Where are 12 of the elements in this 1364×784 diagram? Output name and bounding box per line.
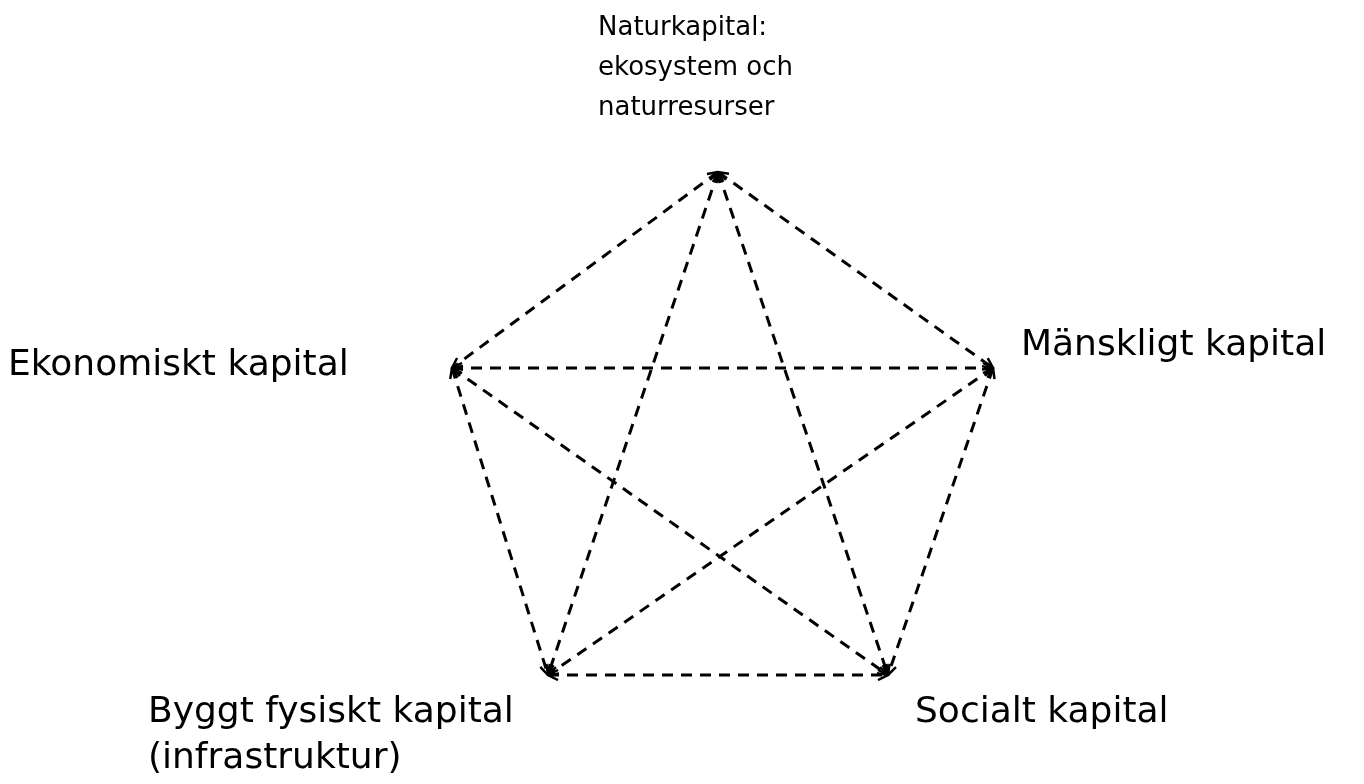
node-label: Naturkapital: ekosystem och naturresurser xyxy=(598,6,838,172)
dashed-double-arrow xyxy=(716,170,995,370)
dashed-double-arrow xyxy=(448,366,552,677)
node-label: Socialt kapital xyxy=(888,675,1188,745)
dashed-double-arrow xyxy=(450,170,720,370)
node-label: Byggt fysiskt kapital (infrastruktur) xyxy=(148,675,548,781)
dashed-double-arrow xyxy=(546,668,890,682)
node-label: Ekonomiskt kapital xyxy=(8,340,456,396)
node-label: Mänskligt kapital xyxy=(993,320,1361,376)
dashed-double-arrow xyxy=(546,366,995,677)
dashed-double-arrow xyxy=(450,361,995,375)
dashed-double-arrow xyxy=(885,366,996,677)
